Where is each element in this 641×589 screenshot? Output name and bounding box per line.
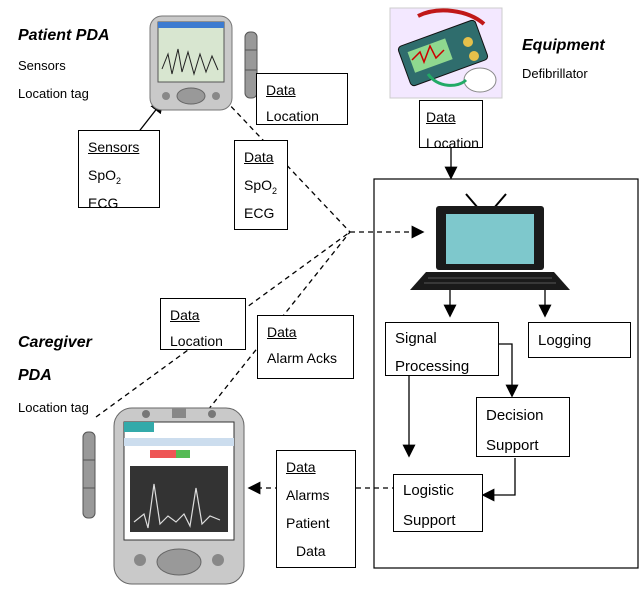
decision-support-line-1: Decision — [486, 407, 544, 424]
caregiver-location-tag-icon — [82, 431, 96, 519]
data-spo2-ecg-box: Data SpO2 ECG — [234, 140, 288, 230]
data-spo2-ecg-header: Data — [244, 149, 274, 165]
alarms-patient-data-box: Data Alarms Patient Data — [276, 450, 356, 568]
caregiver-data-location-header: Data — [170, 307, 200, 323]
equipment-data-location-line: Location — [426, 135, 479, 148]
patient-pda-title: Patient PDA — [18, 27, 110, 44]
signal-processing-line-2: Processing — [395, 358, 470, 375]
patient-data-location-line: Location — [266, 108, 319, 124]
data-spo2-line: SpO2 — [244, 177, 278, 196]
caregiver-line: Location tag — [18, 400, 89, 415]
logging-line: Logging — [538, 332, 592, 349]
logistic-support-line-1: Logistic — [403, 482, 454, 499]
patient-pda-line-2: Location tag — [18, 86, 89, 101]
processing-to-decision-arrow — [499, 343, 519, 398]
equipment-data-location-box: Data Location — [419, 100, 483, 148]
equipment-data-location-header: Data — [426, 109, 456, 125]
sensors-box-ecg: ECG — [88, 195, 119, 208]
caregiver-hub-line-2 — [207, 231, 351, 411]
caregiver-pda-icon — [113, 407, 245, 585]
patient-data-location-box: Data Location — [256, 73, 348, 125]
caregiver-data-alarm-acks-header: Data — [267, 324, 297, 340]
decision-support-line-2: Support — [486, 437, 539, 454]
caregiver-data-alarm-acks-line: Alarm Acks — [267, 350, 338, 366]
patient-pda-icon — [149, 15, 233, 111]
equipment-subtitle: Defibrillator — [522, 66, 588, 81]
signal-processing-box: Signal Processing — [385, 322, 499, 376]
signal-processing-line-1: Signal — [395, 330, 437, 347]
data-line: Data — [296, 543, 326, 559]
alarms-line: Alarms — [286, 487, 330, 503]
decision-support-box: Decision Support — [476, 397, 570, 457]
patient-location-tag-icon — [244, 31, 258, 99]
logging-box: Logging — [528, 322, 631, 358]
decision-to-logistic-arrow — [481, 458, 516, 502]
equipment-title: Equipment — [522, 37, 605, 54]
patient-pda-line-1: Sensors — [18, 58, 66, 73]
caregiver-data-alarm-acks-box: Data Alarm Acks — [257, 315, 354, 379]
sensors-box: Sensors SpO2 ECG — [78, 130, 160, 208]
caregiver-data-location-box: Data Location — [160, 298, 246, 350]
defibrillator-icon — [389, 7, 503, 99]
sensors-box-header: Sensors — [88, 139, 140, 155]
logistic-support-line-2: Support — [403, 512, 456, 529]
patient-data-location-header: Data — [266, 82, 296, 98]
sensors-box-spo2: SpO2 — [88, 167, 122, 186]
alarms-patient-data-header: Data — [286, 459, 316, 475]
server-frame — [373, 178, 639, 569]
laptop-icon — [410, 193, 570, 290]
caregiver-data-location-line: Location — [170, 333, 223, 349]
logistic-support-box: Logistic Support — [393, 474, 483, 532]
caregiver-title-2: PDA — [18, 367, 52, 384]
caregiver-title-1: Caregiver — [18, 334, 92, 351]
data-ecg-line: ECG — [244, 205, 275, 221]
patient-line: Patient — [286, 515, 330, 531]
